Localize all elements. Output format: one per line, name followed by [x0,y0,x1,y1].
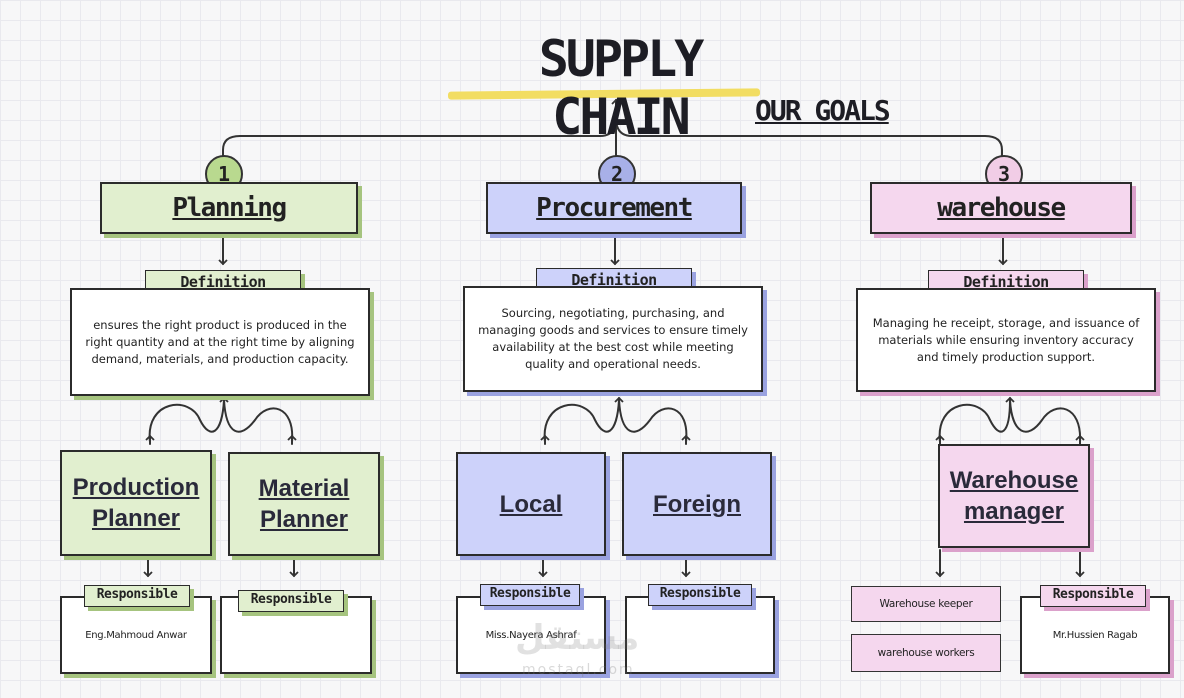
role-production-planner: Production Planner [60,450,212,556]
role-foreign: Foreign [622,452,772,556]
responsible-box-warehouse-manager: Mr.Hussien Ragab [1020,596,1170,674]
page-subtitle: OUR GOALS [755,94,891,127]
header-procurement: Procurement [486,182,742,234]
responsible-tag-foreign: Responsible [648,584,752,606]
watermark-logo: مستقل [515,618,640,658]
responsible-tag-material-planner: Responsible [238,590,344,612]
role-local: Local [456,452,606,556]
definition-warehouse: Managing he receipt, storage, and issuan… [856,288,1156,392]
staff-warehouse-workers: warehouse workers [851,634,1001,672]
tree-branch-left [222,117,617,159]
staff-warehouse-keeper: Warehouse keeper [851,586,1001,622]
page-title: SUPPLY CHAIN [538,30,705,146]
header-planning: Planning [100,182,358,234]
definition-planning: ensures the right product is produced in… [70,288,370,396]
role-warehouse-manager: Warehouse manager [938,444,1090,548]
loop-procurement [543,399,688,443]
tree-branch-right [615,117,1003,159]
responsible-tag-production-planner: Responsible [84,585,190,607]
loop-planning [148,399,294,443]
header-warehouse: warehouse [870,182,1132,234]
role-material-planner: Material Planner [228,452,380,556]
definition-procurement: Sourcing, negotiating, purchasing, and m… [463,286,763,392]
responsible-tag-local: Responsible [480,584,580,606]
responsible-box-production-planner: Eng.Mahmoud Anwar [60,596,212,674]
responsible-box-foreign [625,596,775,674]
responsible-tag-warehouse-manager: Responsible [1040,585,1146,607]
loop-warehouse [938,399,1082,443]
watermark-url: mostaql.com [522,662,635,678]
